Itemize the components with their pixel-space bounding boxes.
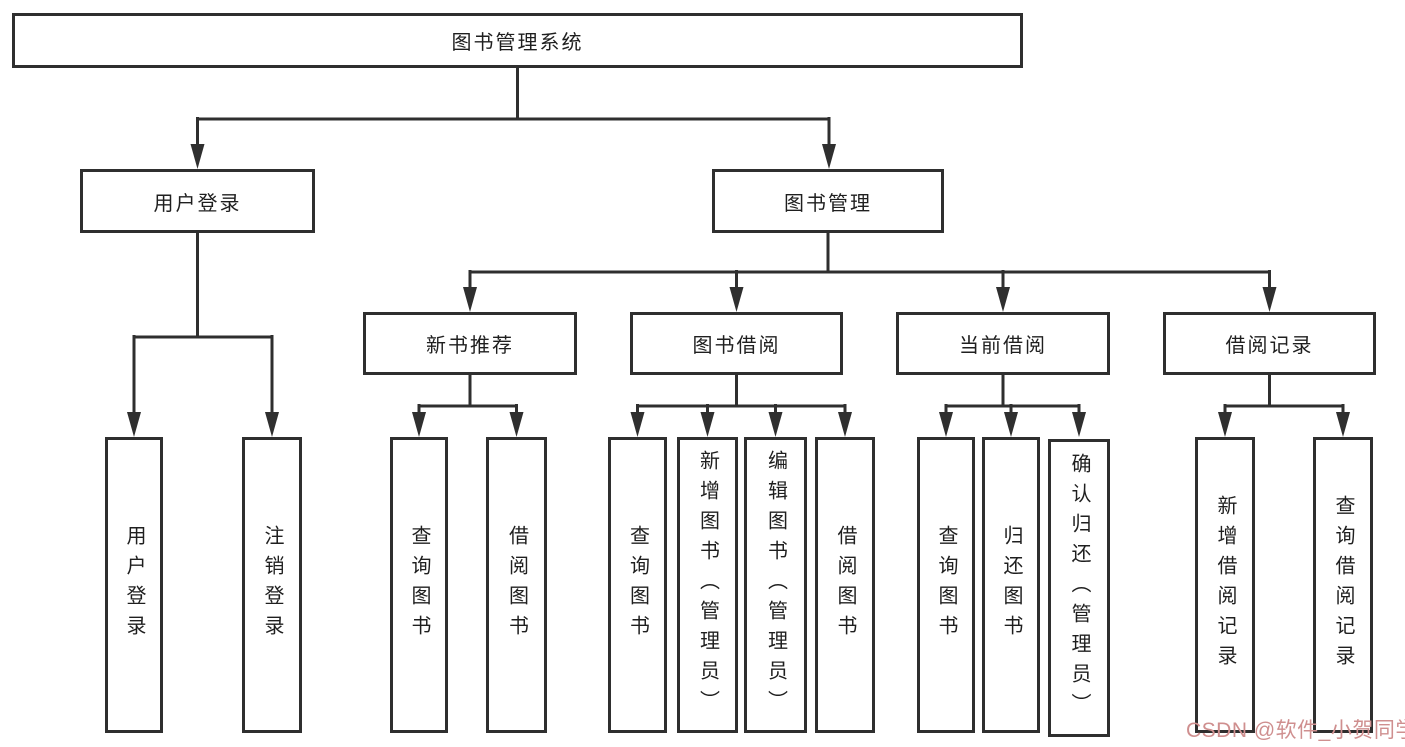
node-new-book-recommend: 新书推荐 [363,312,577,375]
node-current-borrowing: 当前借阅 [896,312,1110,375]
node-label: 借阅图书 [834,525,856,645]
csdn-watermark: CSDN @软件_小贺同学 [1186,719,1405,742]
node-bb-query-books: 查询图书 [608,437,667,733]
node-label: 编辑图书（管理员） [764,450,787,720]
node-cb-confirm-return-admin: 确认归还（管理员） [1048,439,1110,737]
node-nb-borrow-books: 借阅图书 [486,437,547,733]
node-label: 查询图书 [626,525,649,645]
node-bb-borrow-books: 借阅图书 [815,437,875,733]
node-label: 借阅图书 [505,525,528,645]
node-label: 查询借阅记录 [1332,495,1354,675]
node-user-login: 用户登录 [80,169,315,233]
node-br-query-record: 查询借阅记录 [1313,437,1373,733]
node-label: 查询图书 [935,525,957,645]
node-label: 用户登录 [123,525,145,645]
node-user-login-action: 用户登录 [105,437,163,733]
node-bb-add-books-admin: 新增图书（管理员） [677,437,738,733]
node-logout-action: 注销登录 [242,437,302,733]
node-nb-query-books: 查询图书 [390,437,448,733]
node-label: 注销登录 [261,525,283,645]
node-label: 归还图书 [1000,525,1022,645]
node-library-management-system: 图书管理系统 [12,13,1023,68]
node-borrowing-records: 借阅记录 [1163,312,1376,375]
node-bb-edit-books-admin: 编辑图书（管理员） [744,437,807,733]
node-cb-query-books: 查询图书 [917,437,975,733]
node-label: 确认归还（管理员） [1068,453,1090,723]
node-book-management: 图书管理 [712,169,944,233]
node-cb-return-books: 归还图书 [982,437,1040,733]
node-br-add-record: 新增借阅记录 [1195,437,1255,733]
node-label: 查询图书 [408,525,430,645]
node-label: 新增借阅记录 [1214,495,1236,675]
node-label: 新增图书（管理员） [696,450,719,720]
node-book-borrowing: 图书借阅 [630,312,843,375]
